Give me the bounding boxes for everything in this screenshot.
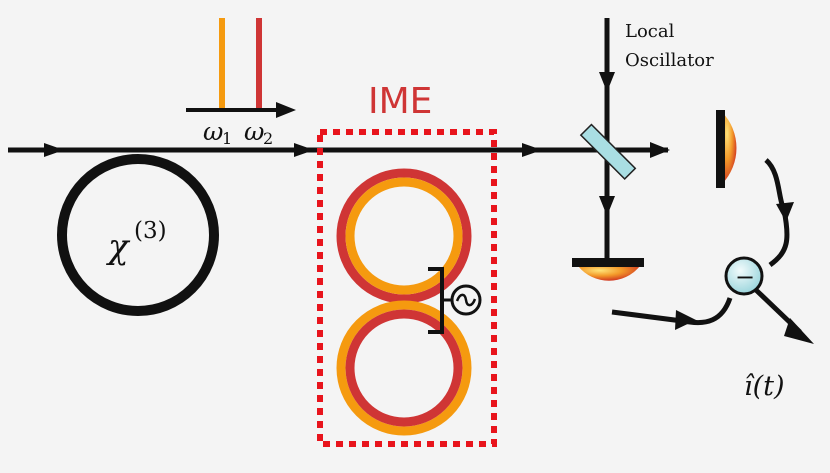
- ime-ring-top-inner: [345, 177, 463, 295]
- sine-wave-icon: [455, 293, 477, 307]
- ime-dashed-box: [317, 129, 497, 447]
- omega2-subscript: 2: [263, 129, 273, 148]
- output-current-label: î(t): [744, 371, 785, 402]
- photodetector-right: [722, 112, 737, 184]
- omega1-subscript: 1: [222, 129, 232, 148]
- ime-label: IME: [368, 81, 432, 122]
- ime-ring-bottom-outer: [336, 300, 472, 436]
- right-wire-arrow: [776, 202, 794, 222]
- waveguide-arrow-4: [650, 142, 670, 158]
- ime-ring-top-outer: [336, 168, 472, 304]
- output-arrow: [784, 318, 814, 344]
- subtractor-node: [724, 256, 764, 296]
- subtract-symbol: −: [735, 263, 755, 291]
- photodetector-right-plate: [716, 110, 725, 188]
- waveguide-arrow-3: [522, 143, 542, 157]
- bottom-detector-wire: [611, 297, 733, 326]
- ime-ring-bottom-inner: [345, 309, 463, 427]
- lo-arrow-2: [599, 196, 615, 216]
- bottom-wire-arrow: [675, 310, 696, 330]
- frequency-axis-arrow: [276, 102, 296, 118]
- chi3-ring-resonator: [57, 154, 219, 316]
- omega2-symbol: ω: [244, 117, 264, 146]
- waveguide-arrow-1: [44, 143, 64, 157]
- local-oscillator-label-line1: Local: [625, 21, 675, 42]
- chi3-order: (3): [134, 218, 167, 244]
- chi3-symbol: χ: [106, 227, 131, 267]
- lo-arrow-1: [599, 72, 615, 92]
- photodetector-bottom-plate: [572, 258, 644, 267]
- waveguide-arrow-2: [294, 143, 314, 157]
- photodetector-bottom: [578, 266, 640, 281]
- local-oscillator-label-line2: Oscillator: [625, 50, 714, 71]
- beamsplitter: [579, 123, 637, 181]
- omega1-symbol: ω: [203, 117, 223, 146]
